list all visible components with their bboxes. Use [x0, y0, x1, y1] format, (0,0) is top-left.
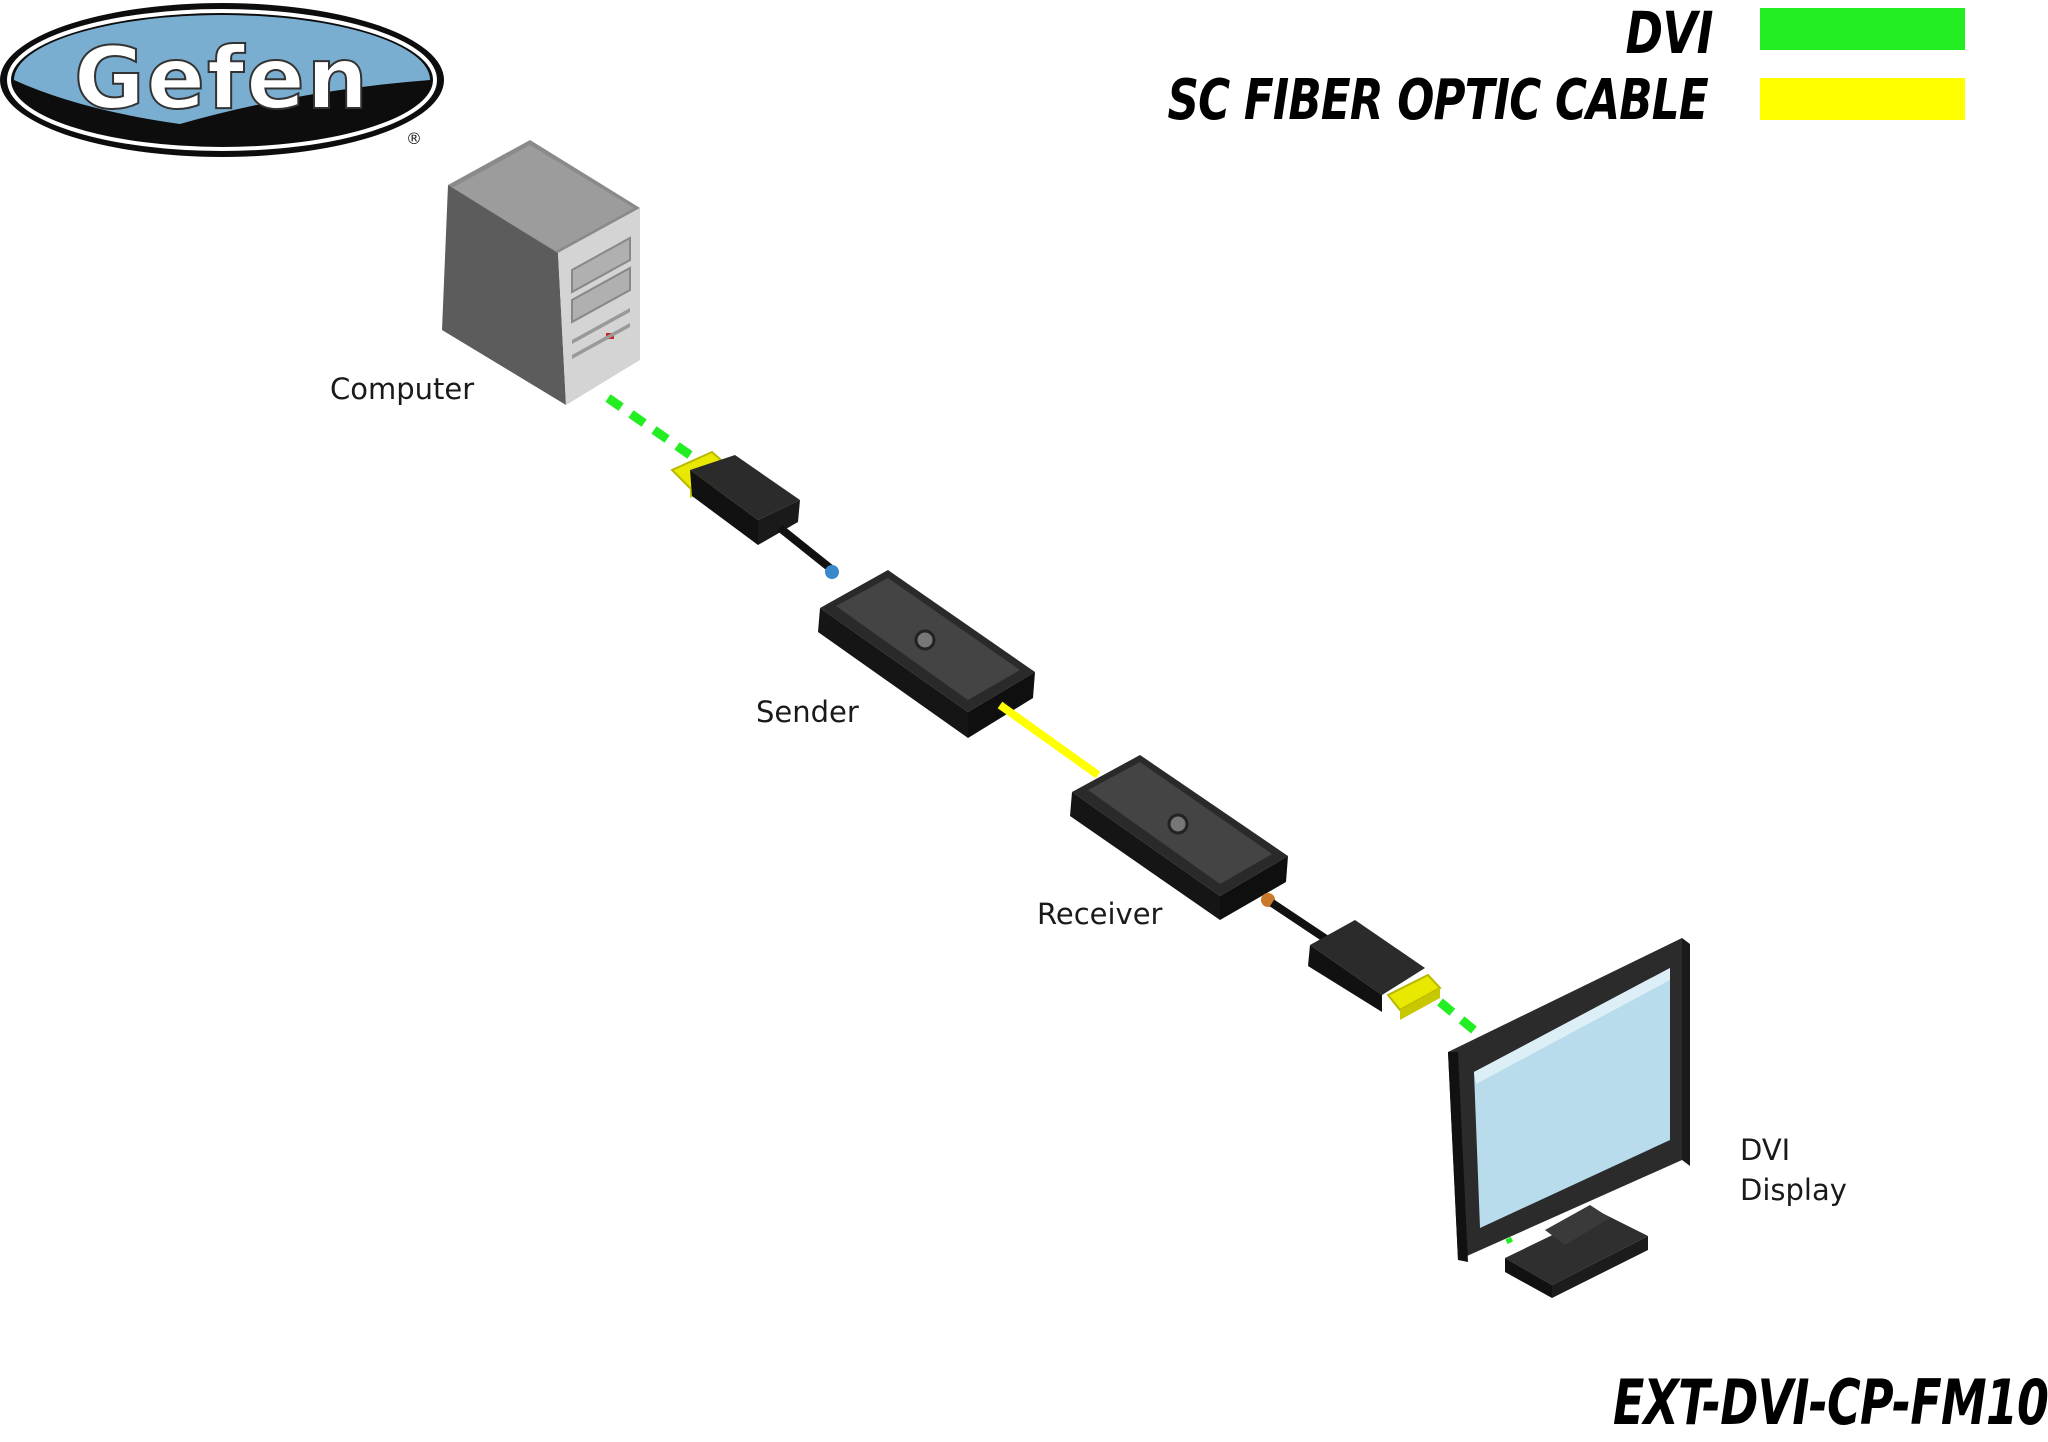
model-number: EXT-DVI-CP-FM10	[1612, 1366, 2048, 1439]
legend-swatch-dvi	[1760, 8, 1965, 50]
label-computer: Computer	[330, 372, 475, 406]
logo-text: Gefen	[74, 29, 370, 129]
sender-dvi-adapter	[670, 450, 800, 545]
registered-mark: ®	[406, 129, 422, 148]
sender-lead-cable	[777, 524, 838, 576]
label-sender: Sender	[756, 695, 859, 729]
dvi-cable-computer	[605, 394, 693, 459]
sender-connector-ring	[825, 565, 839, 579]
receiver-connector-ring	[1261, 893, 1275, 907]
computer-tower-icon	[442, 140, 640, 405]
gefen-logo: Gefen ®	[0, 3, 444, 157]
label-receiver: Receiver	[1037, 897, 1163, 931]
receiver-dvi-adapter	[1308, 920, 1442, 1020]
label-display-line2: Display	[1740, 1173, 1847, 1207]
label-display-line1: DVI	[1740, 1133, 1791, 1167]
sender-unit	[818, 570, 1035, 738]
legend-swatch-fiber	[1760, 78, 1965, 120]
legend-label-dvi: DVI	[1625, 0, 1714, 67]
dvi-display-monitor-icon	[1448, 938, 1690, 1298]
fiber-optic-cable	[997, 701, 1101, 779]
legend-label-fiber: SC FIBER OPTIC CABLE	[1167, 68, 1709, 133]
dvi-cable-display	[1437, 998, 1483, 1039]
receiver-unit	[1070, 755, 1288, 920]
